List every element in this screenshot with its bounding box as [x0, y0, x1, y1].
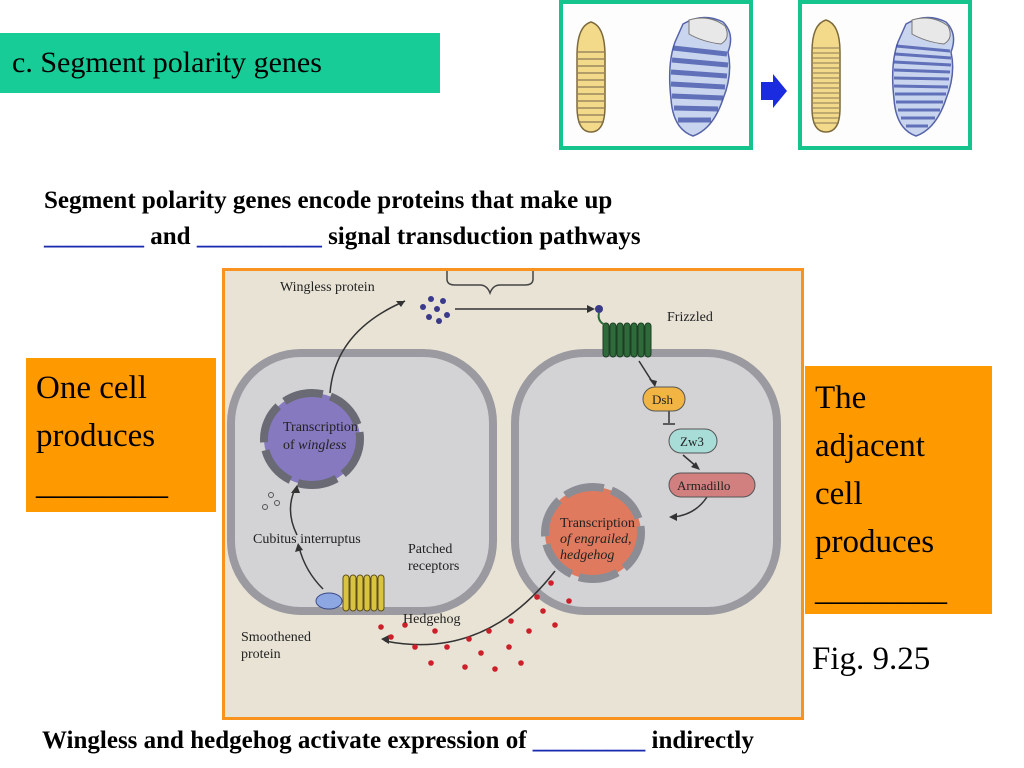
label-zw3: Zw3	[680, 434, 704, 449]
embryo-panel-before	[559, 0, 753, 150]
left-callout-line-1: One cell	[36, 370, 147, 406]
label-armadillo: Armadillo	[677, 478, 730, 493]
smoothened-protein	[315, 592, 343, 610]
embryo-illustration-before	[576, 16, 732, 137]
wingless-dots	[420, 296, 450, 324]
label-patched-2: receptors	[408, 559, 459, 574]
frizzled-receptor	[602, 322, 652, 358]
patched-receptor	[342, 574, 385, 612]
figure-label: Fig. 9.25	[812, 641, 931, 677]
label-hedgehog-gene: hedgehog	[560, 548, 614, 563]
label-of-engrailed: of engrailed,	[560, 532, 632, 547]
left-callout: One cell produces ________	[26, 358, 216, 512]
label-transcription-2: Transcription	[560, 516, 635, 531]
right-callout-line-5: ________	[815, 572, 947, 608]
label-smoothened-1: Smoothened	[241, 630, 311, 645]
signaling-diagram: Wingless protein Frizzled Transcription …	[227, 271, 781, 672]
intro-blank-2: __________	[196, 223, 322, 250]
right-callout-line-4: produces	[815, 524, 935, 560]
left-callout-line-3: ________	[36, 466, 168, 502]
left-nucleus	[260, 389, 364, 489]
right-callout-line-3: cell	[815, 476, 863, 512]
intro-line-2-end: signal transduction pathways	[321, 223, 641, 250]
hedgehog-dots	[378, 580, 572, 672]
footer-end: indirectly	[645, 727, 754, 754]
intro-text: Segment polarity genes encode proteins t…	[44, 183, 984, 255]
label-wingless-gene: wingless	[298, 438, 347, 453]
embryo-illustration-after	[811, 16, 955, 137]
embryo-panel-after	[798, 0, 972, 150]
right-callout: The adjacent cell produces ________	[805, 366, 992, 614]
right-nucleus	[541, 483, 645, 583]
footer-blank: _________	[532, 727, 646, 754]
label-hedgehog: Hedgehog	[403, 612, 461, 627]
label-cubitus: Cubitus interruptus	[253, 532, 361, 547]
cubitus-dots	[262, 492, 280, 510]
intro-and: and	[144, 223, 197, 250]
left-callout-line-2: produces	[36, 418, 156, 454]
label-dsh: Dsh	[652, 392, 673, 407]
label-wingless-protein: Wingless protein	[280, 280, 375, 295]
label-of: of	[283, 438, 298, 453]
arrow-right-icon	[761, 74, 787, 108]
label-patched-1: Patched	[408, 542, 452, 557]
label-of-wingless: of wingless	[283, 438, 347, 453]
intro-line-2: ________ and __________ signal transduct…	[44, 219, 984, 255]
label-smoothened-2: protein	[241, 647, 281, 662]
label-frizzled: Frizzled	[667, 310, 713, 325]
footer-main: Wingless and hedgehog activate expressio…	[42, 727, 533, 754]
signaling-figure: Wingless protein Frizzled Transcription …	[222, 268, 804, 720]
footer-text: Wingless and hedgehog activate expressio…	[42, 727, 754, 755]
intro-blank-1: ________	[44, 223, 144, 250]
right-callout-line-1: The	[815, 380, 867, 416]
slide-title: c. Segment polarity genes	[0, 33, 440, 93]
label-transcription: Transcription	[283, 420, 358, 435]
slide-title-text: c. Segment polarity genes	[12, 46, 322, 79]
right-callout-line-2: adjacent	[815, 428, 925, 464]
intro-line-1: Segment polarity genes encode proteins t…	[44, 187, 613, 214]
